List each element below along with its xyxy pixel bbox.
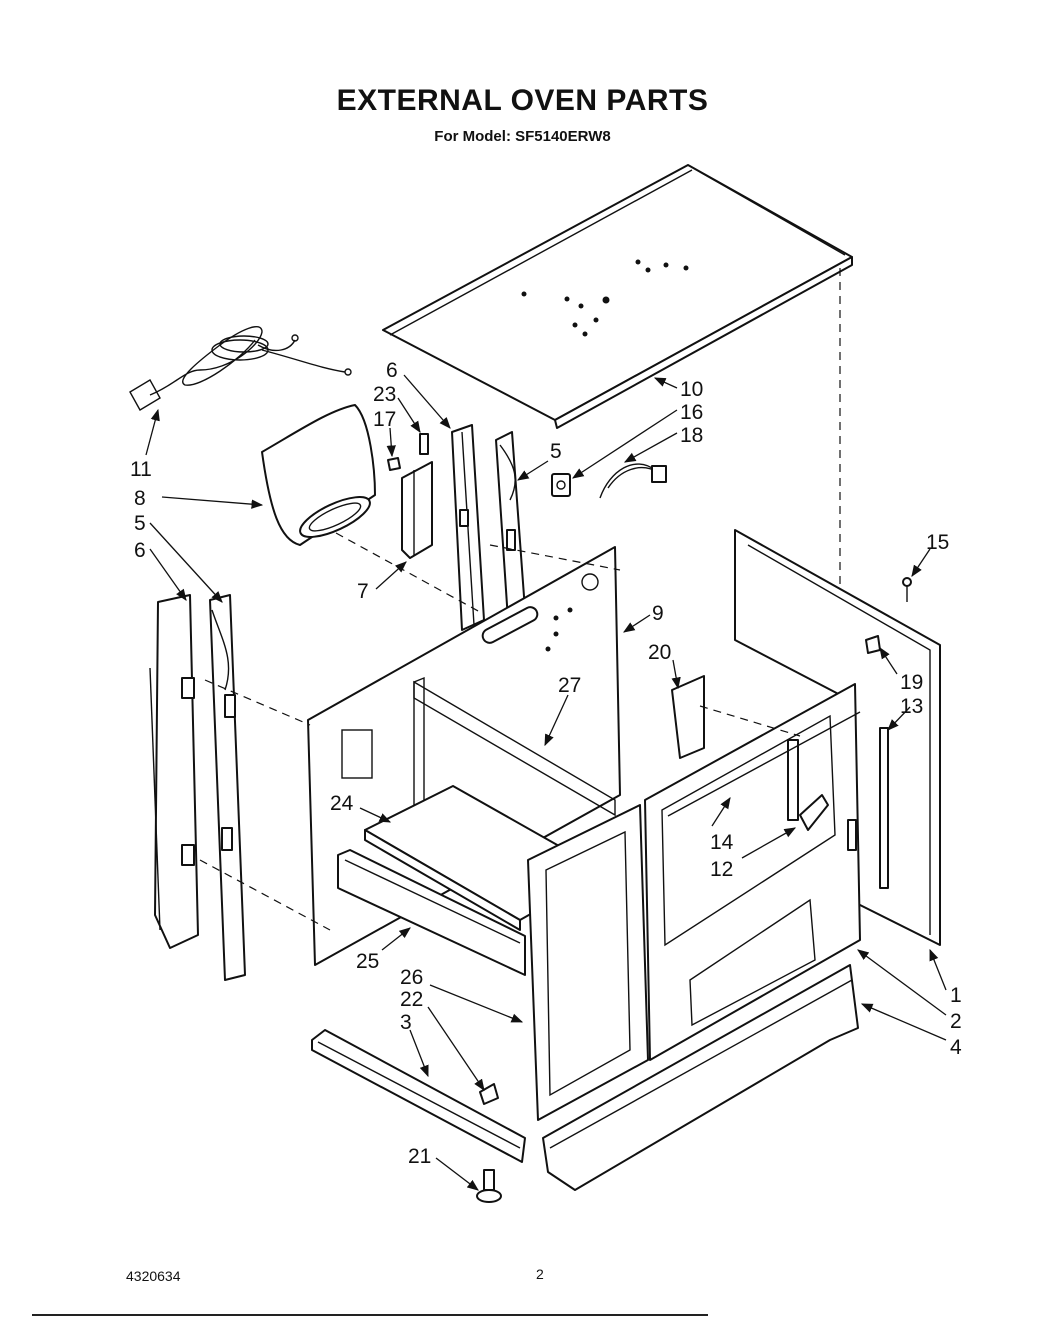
clip-19-part: [865, 635, 881, 654]
hinge-rail-left-part: [209, 594, 246, 981]
front-rail-upper-part: [451, 424, 485, 631]
callout-7: 7: [357, 580, 369, 603]
callout-17: 17: [373, 408, 396, 431]
page-title: EXTERNAL OVEN PARTS: [336, 84, 709, 117]
page-number: 2: [536, 1266, 544, 1282]
latch-part: [799, 794, 829, 831]
vent-duct-part: [261, 404, 376, 546]
callout-18: 18: [680, 424, 703, 447]
callout-13: 13: [900, 695, 923, 718]
callout-16: 16: [680, 401, 703, 424]
callout-23: 23: [373, 383, 396, 406]
callout-5-upper: 5: [550, 440, 562, 463]
callout-22: 22: [400, 988, 423, 1011]
callout-4: 4: [950, 1036, 962, 1059]
strip-part: [879, 727, 889, 889]
bracket-part: [401, 461, 433, 559]
top-panel-part: [382, 164, 853, 429]
callout-5-left: 5: [134, 512, 146, 535]
small-bracket-part: [671, 675, 705, 759]
callout-6-upper: 6: [386, 359, 398, 382]
callout-24: 24: [330, 792, 354, 815]
front-rail-left-part: [149, 594, 199, 949]
back-panel-part: [307, 546, 621, 966]
callout-26: 26: [400, 966, 423, 989]
wire-harness-part: [599, 463, 667, 499]
callout-8: 8: [134, 487, 146, 510]
front-frame-part: [527, 804, 649, 1121]
callout-15: 15: [926, 531, 949, 554]
callout-1: 1: [950, 984, 962, 1007]
base-rail-right-part: [542, 964, 859, 1191]
callout-19: 19: [900, 671, 923, 694]
clip-22-part: [479, 1083, 499, 1105]
callout-25: 25: [356, 950, 379, 973]
callout-11: 11: [130, 458, 152, 481]
inner-side-panel-part: [644, 683, 861, 1061]
model-subtitle: For Model: SF5140ERW8: [434, 128, 611, 145]
document-number: 4320634: [126, 1268, 181, 1284]
terminal-block-part: [551, 473, 571, 497]
callout-9: 9: [652, 602, 664, 625]
callout-20: 20: [648, 641, 671, 664]
power-cord-part: [129, 326, 352, 411]
hinge-rail-upper-part: [495, 431, 526, 621]
footer-divider: [32, 1314, 708, 1316]
callout-2: 2: [950, 1010, 962, 1033]
screw-15-part: [902, 577, 912, 602]
callout-12: 12: [710, 858, 733, 881]
callout-10: 10: [680, 378, 703, 401]
clip-part: [419, 433, 429, 455]
callout-3: 3: [400, 1011, 412, 1034]
rod-part: [667, 711, 861, 817]
callout-27: 27: [558, 674, 581, 697]
callout-21: 21: [408, 1145, 431, 1168]
base-rail-left-part: [311, 1029, 526, 1163]
leveling-foot-part: [476, 1169, 502, 1203]
callout-6-left: 6: [134, 539, 146, 562]
grommet-part: [387, 457, 401, 471]
callout-14: 14: [710, 831, 734, 854]
leader-lines: [145, 374, 947, 1191]
base-front-part: [337, 849, 526, 976]
